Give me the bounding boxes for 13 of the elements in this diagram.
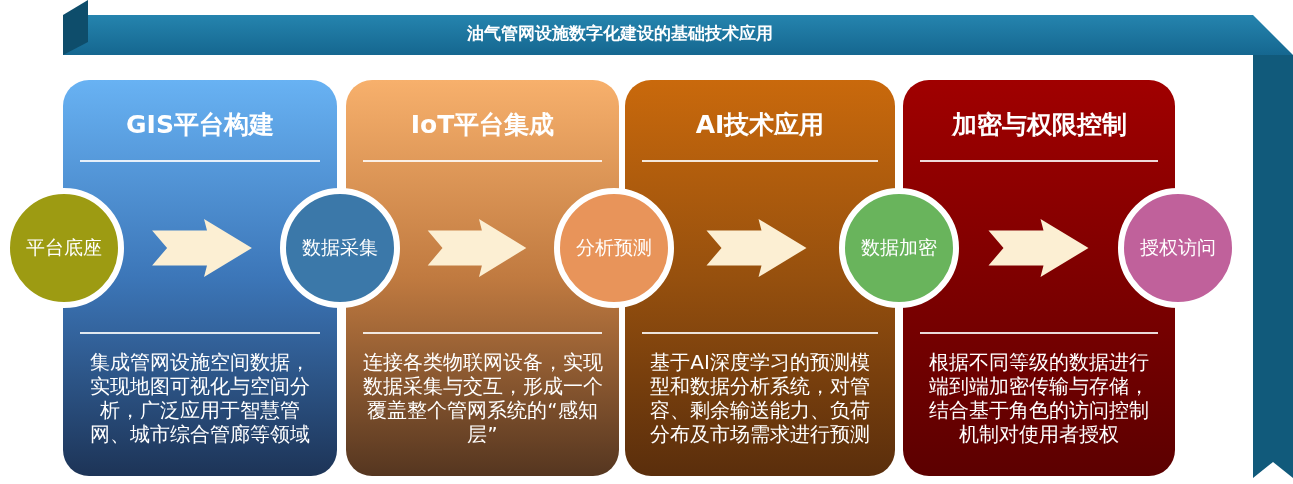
arrow [706,219,807,277]
card-description: 连接各类物联网设备，实现数据采集与交互，形成一个覆盖整个管网系统的“感知层” [361,350,604,446]
arrow [427,219,527,277]
banner-title: 油气管网设施数字化建设的基础技术应用 [467,23,773,43]
arrow [152,219,252,277]
card-description: 根据不同等级的数据进行端到端加密传输与存储，结合基于角色的访问控制机制对使用者授权 [928,350,1150,446]
card-heading: AI技术应用 [695,110,825,140]
card-heading: 加密与权限控制 [951,110,1127,140]
arrow [988,219,1089,277]
card-description: 集成管网设施空间数据，实现地图可视化与空间分析，广泛应用于智慧管网、城市综合管廊等领域 [89,350,311,446]
card-heading: IoT平台集成 [410,110,555,140]
card-description: 基于AI深度学习的预测模型和数据分析系统，对管容、剩余输送能力、负荷分布及市场需求进行预测 [649,350,871,446]
card-heading: GIS平台构建 [126,110,274,140]
